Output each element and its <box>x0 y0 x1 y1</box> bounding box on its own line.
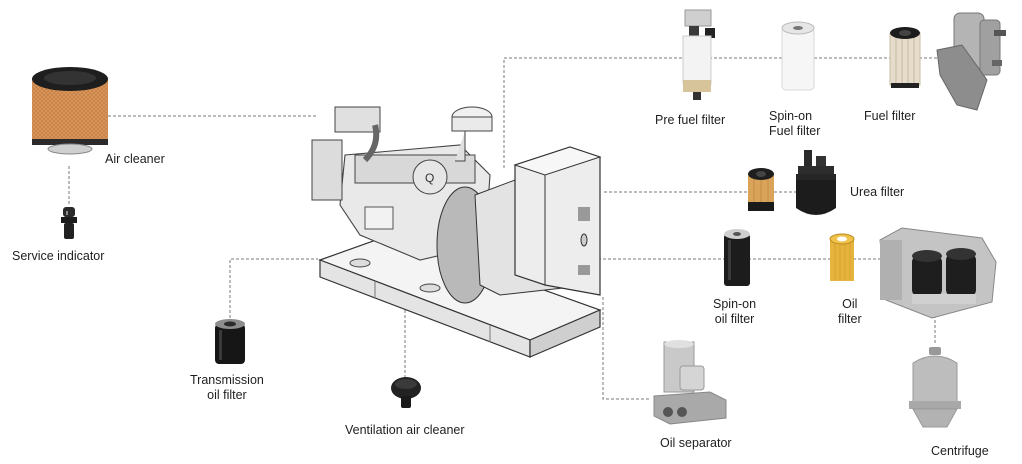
label-oil-filter: Oil filter <box>838 297 862 327</box>
label-line: oil filter <box>714 312 755 326</box>
label-spin-on-oil-filter: Spin-on oil filter <box>713 297 756 327</box>
label-ventilation-air-cleaner: Ventilation air cleaner <box>345 423 465 437</box>
label-line: oil filter <box>207 388 247 402</box>
connector-transmission <box>229 258 318 318</box>
label-fuel-filter: Fuel filter <box>864 109 916 123</box>
control-box-top <box>513 146 602 176</box>
label-pre-fuel-filter: Pre fuel filter <box>655 113 726 127</box>
label-line: Transmission <box>190 373 264 387</box>
intake-pipe <box>362 124 380 163</box>
air-cleaner-image <box>32 67 108 155</box>
service-indicator-image <box>61 207 77 239</box>
label-line: Oil <box>842 297 858 311</box>
label-line: filter <box>838 312 862 326</box>
label-spin-on-fuel-filter: Spin-on Fuel filter <box>769 109 820 139</box>
transmission-oil-filter-image <box>215 319 245 364</box>
oil-filter-module-image <box>879 227 997 319</box>
oil-filter-image <box>829 233 855 281</box>
spin-on-oil-filter-image <box>724 229 750 286</box>
centrifuge-image <box>909 347 961 428</box>
oil-separator-image <box>653 340 727 425</box>
fuel-filter-module-image <box>936 12 1006 111</box>
svg-text:Q: Q <box>425 171 434 185</box>
generator-set-illustration: Q <box>311 106 602 358</box>
label-line: Spin-on <box>769 109 813 123</box>
label-line: Spin-on <box>713 297 757 311</box>
spin-on-fuel-filter-image <box>781 21 815 91</box>
urea-filter-image <box>796 150 836 215</box>
connector-oil-separator <box>602 297 650 400</box>
label-service-indicator: Service indicator <box>12 249 105 263</box>
label-oil-separator: Oil separator <box>660 436 732 450</box>
air-intake <box>334 106 381 133</box>
urea-cartridge-image <box>748 168 774 211</box>
pre-fuel-filter-image <box>682 9 715 100</box>
label-air-cleaner: Air cleaner <box>105 152 165 166</box>
ventilation-air-cleaner-image <box>391 377 421 408</box>
flywheel <box>412 159 448 195</box>
fuel-filter-image <box>889 27 921 88</box>
label-urea-filter: Urea filter <box>850 185 905 199</box>
label-centrifuge: Centrifuge <box>931 444 989 458</box>
label-line: Fuel filter <box>769 124 821 138</box>
skid-side <box>529 309 601 358</box>
label-transmission-oil-filter: Transmission oil filter <box>190 373 264 403</box>
radiator <box>311 139 343 201</box>
